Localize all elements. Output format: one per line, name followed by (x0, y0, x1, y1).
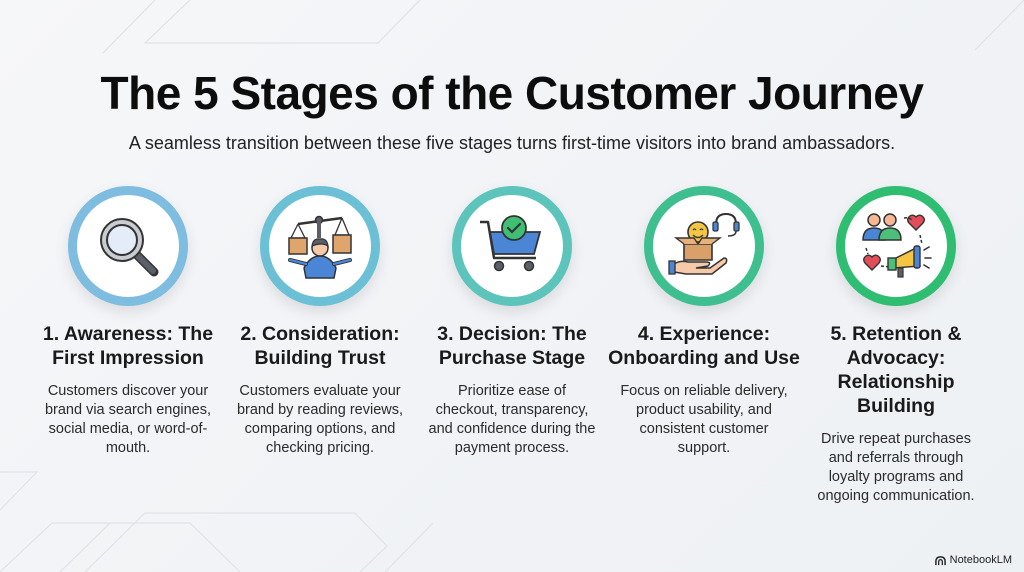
stage-title: 5. Retention & Advocacy: Relationship Bu… (830, 323, 962, 417)
shopping-cart-check-icon (480, 215, 542, 272)
stage-decision: 3. Decision: The Purchase Stage Prioriti… (414, 186, 610, 458)
page-subtitle: A seamless transition between these five… (128, 133, 896, 153)
watermark-label: NotebookLM (949, 554, 1012, 566)
stage-title: 4. Experience: Onboarding and Use (608, 323, 800, 369)
stage-awareness: 1. Awareness: The First Impression Custo… (30, 186, 226, 458)
stage-description: Customers evaluate your brand by reading… (236, 383, 404, 456)
stage-icon-ring (68, 186, 188, 306)
person-balance-scale-icon (288, 215, 352, 279)
stage-retention-advocacy: 5. Retention & Advocacy: Relationship Bu… (798, 186, 994, 506)
stage-icon-ring (452, 186, 572, 306)
stage-consideration: 2. Consideration: Building Trust Custome… (222, 186, 418, 458)
stage-description: Focus on reliable delivery, product usab… (620, 383, 788, 456)
stage-description: Customers discover your brand via search… (44, 383, 212, 456)
stage-icon-ring (836, 186, 956, 306)
stage-description: Drive repeat purchases and referrals thr… (817, 431, 975, 504)
stage-icon-ring (644, 186, 764, 306)
notebooklm-logo-icon (934, 555, 946, 565)
page-title: The 5 Stages of the Customer Journey (100, 67, 924, 119)
stage-title: 3. Decision: The Purchase Stage (437, 323, 587, 369)
notebooklm-watermark: NotebookLM (934, 554, 1012, 566)
stage-title: 2. Consideration: Building Trust (240, 323, 400, 369)
people-hearts-megaphone-icon (862, 213, 932, 278)
box-smiley-headset-icon (668, 212, 740, 275)
stage-experience: 4. Experience: Onboarding and Use Focus … (606, 186, 802, 458)
stage-icon-ring (260, 186, 380, 306)
stage-title: 1. Awareness: The First Impression (42, 323, 214, 369)
magnifying-glass-icon (100, 218, 159, 277)
stage-description: Prioritize ease of checkout, transparenc… (428, 383, 596, 456)
